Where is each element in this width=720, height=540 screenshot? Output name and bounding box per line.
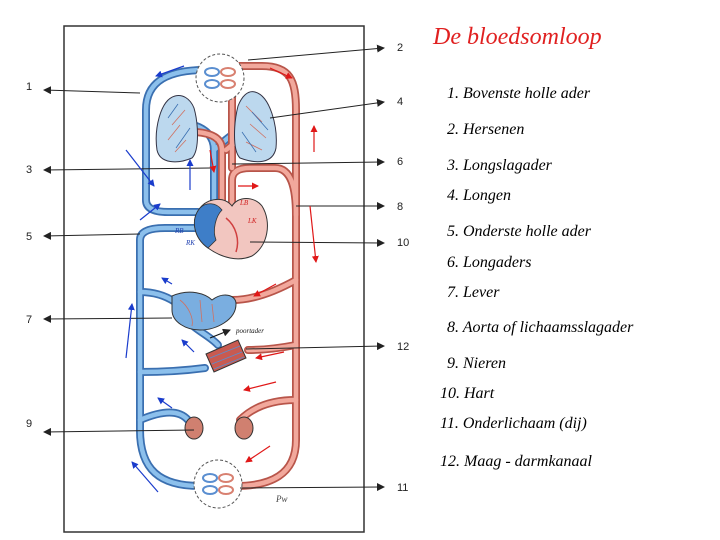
callout-number-10: 10 xyxy=(397,237,409,249)
page-title: De bloedsomloop xyxy=(433,24,602,50)
callout-number-12: 12 xyxy=(397,341,409,353)
legend-item-5: 5. Onderste holle ader xyxy=(447,223,591,240)
heart-label-lk: LK xyxy=(247,217,257,225)
callout-number-3: 3 xyxy=(26,164,32,176)
callout-number-2: 2 xyxy=(397,42,403,54)
legend-item-3: 3. Longslagader xyxy=(447,157,552,174)
signature: Pw xyxy=(275,494,288,504)
flow-arrows-red xyxy=(209,67,319,463)
heart-label-rk: RK xyxy=(185,239,195,247)
callout-number-11: 11 xyxy=(397,482,408,494)
heart-label-lb: LB xyxy=(239,199,249,207)
vein-lower-vena-cava xyxy=(136,224,204,490)
callout-lines xyxy=(43,44,385,492)
callout-number-5: 5 xyxy=(26,231,32,243)
callout-number-6: 6 xyxy=(397,156,403,168)
legend-item-2: 2. Hersenen xyxy=(447,121,525,138)
gut xyxy=(205,339,247,373)
legend-item-4: 4. Longen xyxy=(447,187,511,204)
legend-item-9: 9. Nieren xyxy=(447,355,506,372)
poortader-pointer xyxy=(209,328,231,339)
legend-item-6: 6. Longaders xyxy=(447,254,532,271)
brain-capillary-loops xyxy=(204,67,236,89)
poortader-label: poortader xyxy=(235,327,264,335)
callout-number-4: 4 xyxy=(397,96,403,108)
legend-item-1: 1. Bovenste holle ader xyxy=(447,85,591,102)
callout-number-8: 8 xyxy=(397,201,403,213)
callout-number-7: 7 xyxy=(26,314,32,326)
kidney-right xyxy=(234,416,254,440)
diagram-frame xyxy=(63,25,365,533)
callout-number-9: 9 xyxy=(26,418,32,430)
legend-item-12: 12. Maag - darmkanaal xyxy=(440,453,592,470)
legend-item-7: 7. Lever xyxy=(447,284,500,301)
lower-body-capillaries xyxy=(193,459,243,509)
heart-label-rb: RB xyxy=(174,227,184,235)
liver xyxy=(171,291,237,331)
kidney-left xyxy=(184,416,204,440)
heart-right-side xyxy=(194,203,223,249)
callout-number-1: 1 xyxy=(26,81,32,93)
legend-item-11: 11. Onderlichaam (dij) xyxy=(440,415,587,432)
legend-item-10: 10. Hart xyxy=(440,385,495,402)
lung-right xyxy=(234,91,277,163)
legend-item-8: 8. Aorta of lichaamsslagader xyxy=(447,319,634,336)
flow-arrows-blue xyxy=(125,65,195,493)
brain-capillaries xyxy=(195,53,245,103)
